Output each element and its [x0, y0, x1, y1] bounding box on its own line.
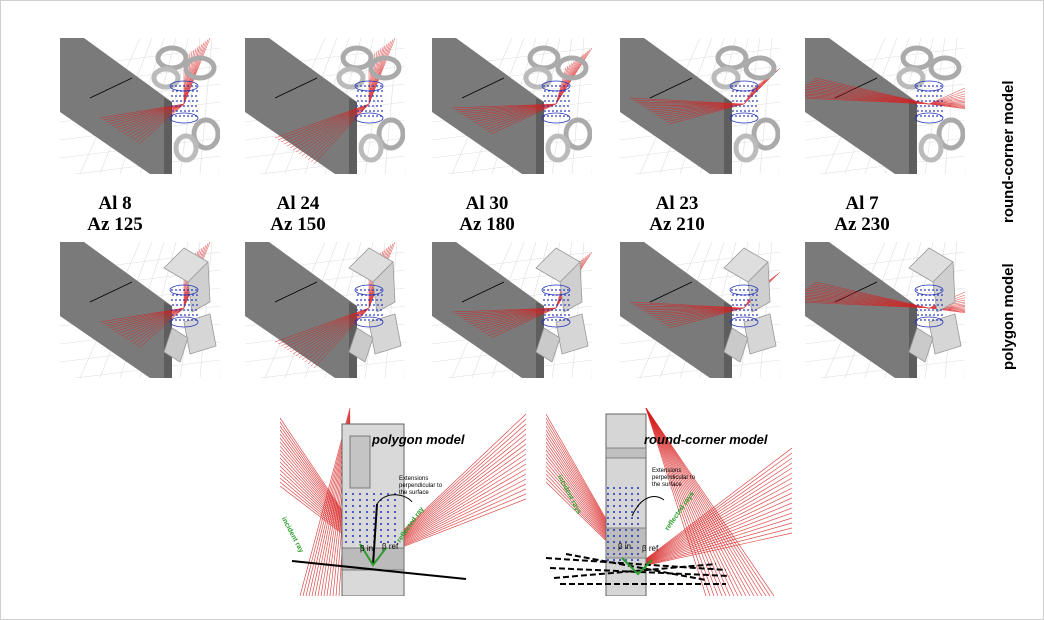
polygon-panel-3: [432, 242, 592, 378]
beta-in-label: β in: [360, 544, 374, 553]
round-corner-panel-5: [805, 38, 965, 174]
angle-mark: [359, 543, 387, 567]
polygon-panel-4: [620, 242, 780, 378]
beta-ref-label: β ref: [642, 544, 659, 553]
round-corner-panel-4: [620, 38, 780, 174]
polygon-panel-2: [245, 242, 405, 378]
round-corner-panel-3: [432, 38, 592, 174]
beta-in-label: β in: [618, 542, 632, 551]
normal-line: [372, 503, 378, 566]
surface-line: [291, 560, 467, 580]
polygon-panel-1: [60, 242, 220, 378]
angle-mark: [621, 557, 653, 576]
round-corner-panel-2: [245, 38, 405, 174]
polygon-schematic-svg: [280, 408, 526, 596]
polygon-panel-5: [805, 242, 965, 378]
bottom-right-title: round-corner model: [644, 432, 768, 447]
extension-arrow: [376, 494, 413, 505]
bottom-left-title: polygon model: [372, 432, 465, 447]
row-label-round-corner: round-corner model: [1000, 80, 1017, 223]
beta-ref-label: β ref: [382, 542, 399, 551]
crystal-facet: [349, 435, 371, 489]
row-label-polygon: polygon model: [1000, 263, 1017, 370]
extension-arrow: [631, 496, 665, 517]
round-corner-schematic-svg: [546, 408, 792, 596]
round-corner-panel-1: [60, 38, 220, 174]
crystal-band: [605, 447, 647, 459]
